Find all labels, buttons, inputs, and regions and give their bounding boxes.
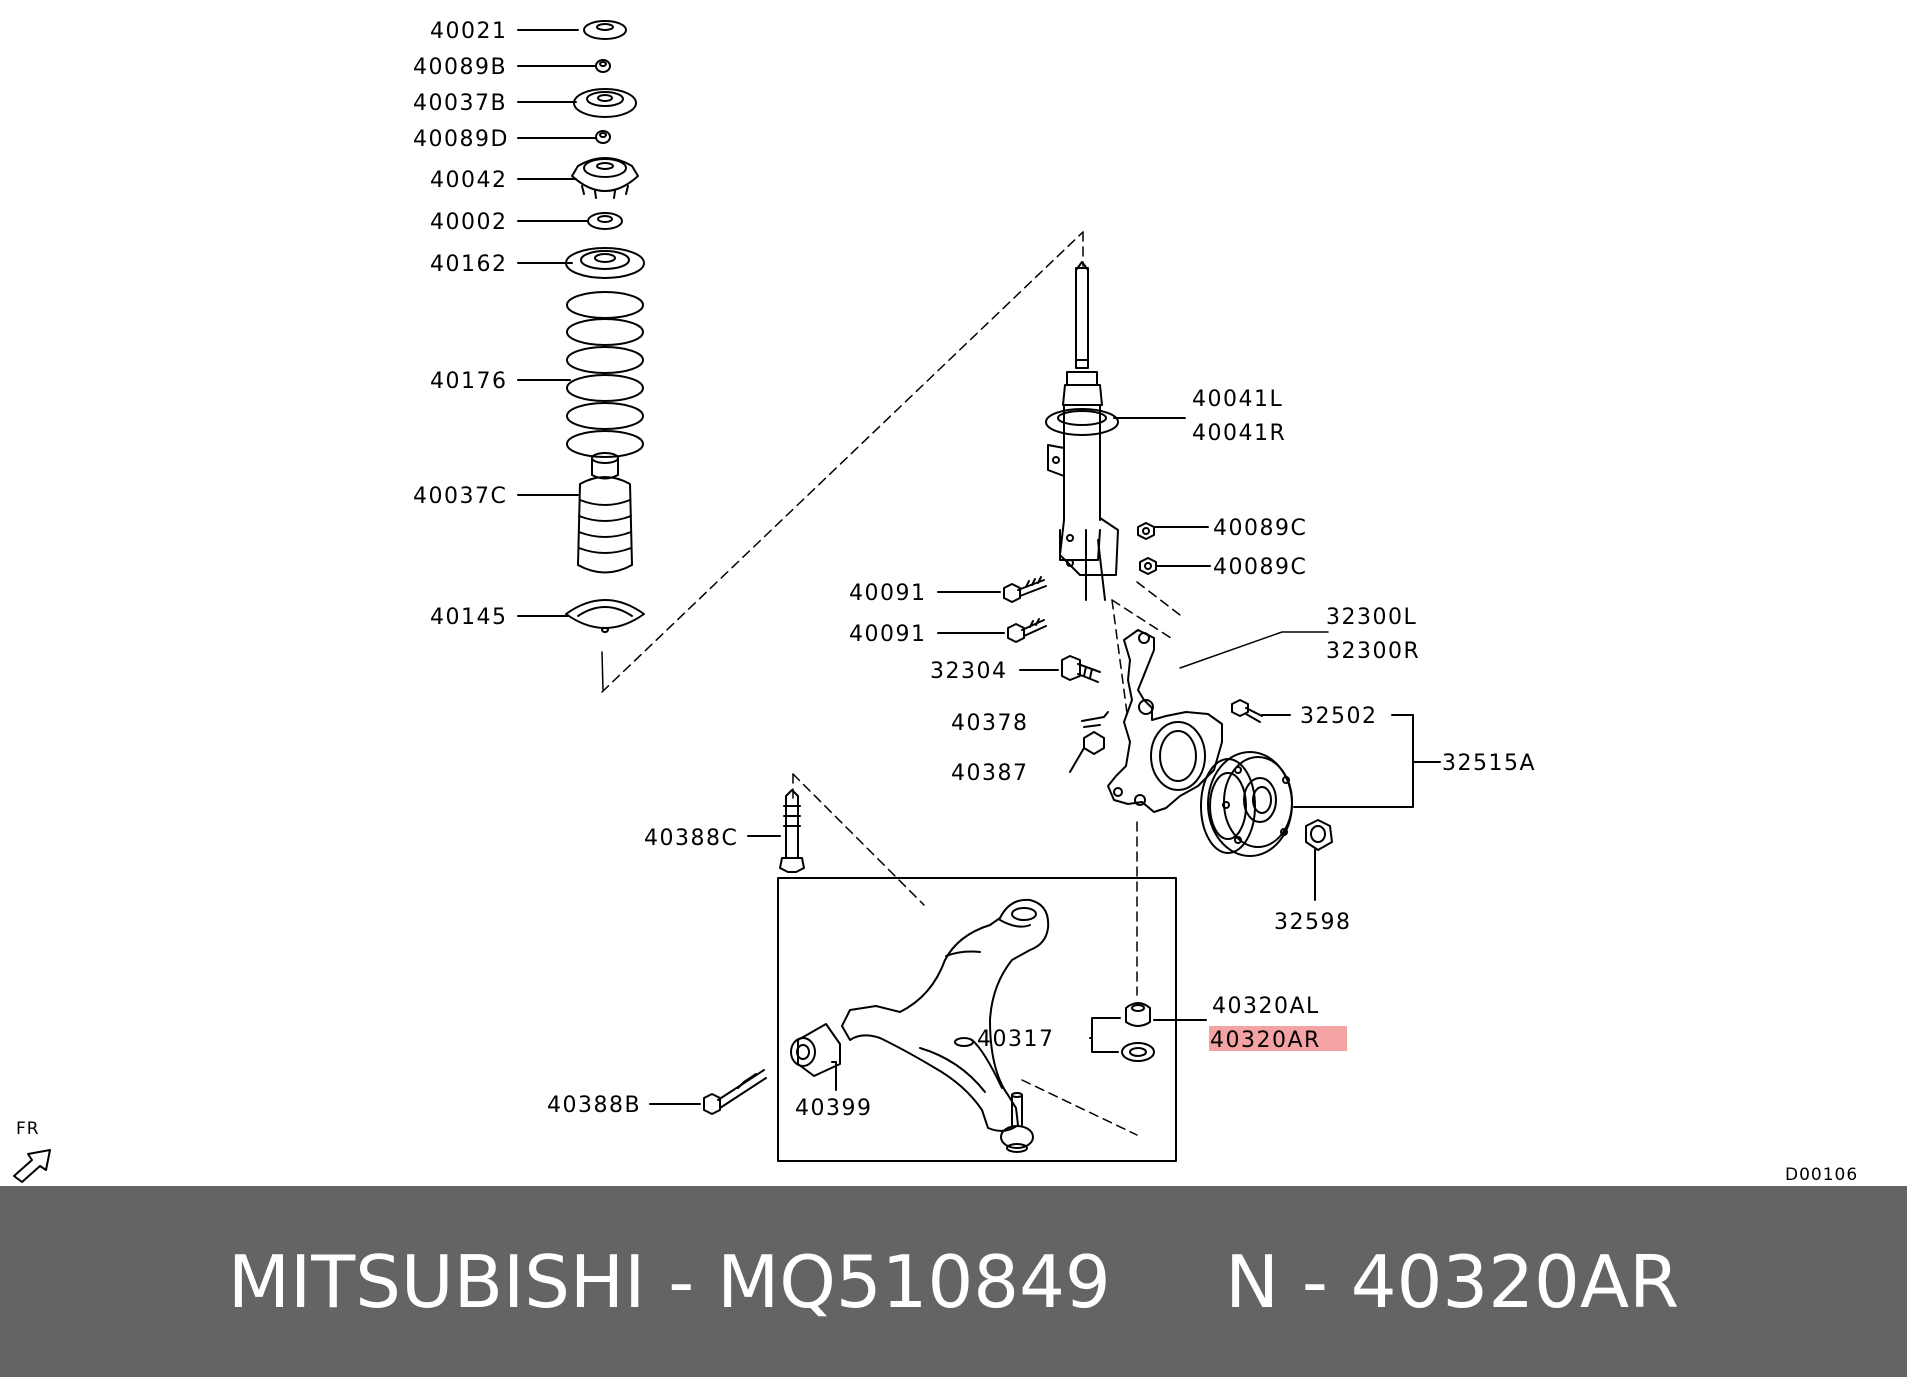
hub-bearing-assembly bbox=[1200, 751, 1293, 857]
callout-40037c: 40037C bbox=[413, 484, 507, 509]
bushing-40317 bbox=[1089, 1002, 1207, 1062]
callout-40041l: 40041L bbox=[1192, 387, 1283, 412]
footer-part-number: MQ510849 bbox=[717, 1239, 1111, 1324]
strut-mount-washer bbox=[573, 88, 637, 118]
callout-40320ar: 40320AR bbox=[1210, 1028, 1321, 1053]
callout-40089c-upper: 40089C bbox=[1213, 516, 1307, 541]
callout-40002: 40002 bbox=[430, 210, 508, 235]
callout-40388c: 40388C bbox=[644, 826, 738, 851]
assembly-guide-lines bbox=[601, 231, 1181, 1136]
bolt-40091-upper bbox=[937, 576, 1047, 603]
footer-banner: MITSUBISHI - MQ510849 N - 40320AR bbox=[0, 1186, 1907, 1377]
screw-32502 bbox=[1231, 699, 1291, 723]
bolt-40091-lower bbox=[937, 618, 1047, 643]
callout-32515a: 32515A bbox=[1442, 751, 1536, 776]
footer-separator bbox=[1328, 1240, 1351, 1324]
callout-40399: 40399 bbox=[795, 1096, 873, 1121]
callout-40091-upper: 40091 bbox=[849, 581, 927, 606]
bolt-32304 bbox=[1019, 655, 1101, 683]
footer-dash-2: - bbox=[1301, 1239, 1328, 1324]
callout-40042: 40042 bbox=[430, 168, 508, 193]
footer-gap bbox=[1111, 1240, 1225, 1324]
callout-40162: 40162 bbox=[430, 252, 508, 277]
callout-32300r: 32300R bbox=[1326, 639, 1420, 664]
bolt-40388c bbox=[747, 789, 805, 873]
nut-40089c-lower bbox=[1139, 557, 1211, 575]
nut-40089d bbox=[595, 130, 611, 144]
mount-cap bbox=[583, 20, 627, 40]
callout-40037b: 40037B bbox=[413, 91, 507, 116]
coil-spring bbox=[566, 291, 644, 458]
callout-40021: 40021 bbox=[430, 19, 508, 44]
hub-nut-32598 bbox=[1305, 819, 1333, 901]
callout-40317: 40317 bbox=[977, 1027, 1055, 1052]
callout-40176: 40176 bbox=[430, 369, 508, 394]
bearing-40002 bbox=[587, 212, 623, 230]
suspension-exploded-diagram: 40021 40089B 40037B 40089D 40042 40002 4… bbox=[13, 19, 1858, 1185]
callout-32502: 32502 bbox=[1300, 704, 1378, 729]
footer-brand: MITSUBISHI bbox=[227, 1239, 646, 1324]
ball-joint bbox=[1000, 1092, 1034, 1153]
cotter-pin-40378 bbox=[1081, 711, 1109, 728]
footer-separator bbox=[1279, 1240, 1302, 1324]
steering-knuckle bbox=[1107, 629, 1223, 813]
callout-40089d: 40089D bbox=[413, 127, 509, 152]
spring-upper-seat bbox=[565, 247, 645, 279]
nut-40089b bbox=[595, 59, 611, 73]
highlight-box bbox=[1209, 1026, 1347, 1051]
front-direction-label: FR bbox=[16, 1119, 40, 1139]
front-direction-arrow bbox=[13, 1149, 51, 1183]
footer-ref-code: 40320AR bbox=[1350, 1239, 1680, 1324]
castle-nut-40387 bbox=[1069, 731, 1105, 773]
callout-32300l: 32300L bbox=[1326, 605, 1417, 630]
spring-lower-seat bbox=[565, 599, 645, 633]
footer-separator bbox=[694, 1240, 717, 1324]
callout-40145: 40145 bbox=[430, 605, 508, 630]
nut-40089c-upper bbox=[1137, 522, 1209, 540]
callout-40320al: 40320AL bbox=[1212, 994, 1320, 1019]
bushing-40399 bbox=[790, 1023, 841, 1091]
callout-40091-lower: 40091 bbox=[849, 622, 927, 647]
callout-40041r: 40041R bbox=[1192, 421, 1286, 446]
lower-control-arm bbox=[841, 898, 1050, 1132]
callout-40378: 40378 bbox=[951, 711, 1029, 736]
strut-mount-insulator bbox=[571, 157, 639, 199]
callout-40387: 40387 bbox=[951, 761, 1029, 786]
shock-absorber-strut bbox=[1045, 261, 1119, 601]
bump-stop-boot bbox=[577, 452, 633, 574]
callout-32304: 32304 bbox=[930, 659, 1008, 684]
callout-32598: 32598 bbox=[1274, 910, 1352, 935]
footer-separator bbox=[645, 1240, 668, 1324]
callout-40388b: 40388B bbox=[547, 1093, 641, 1118]
diagram-code: D00106 bbox=[1785, 1165, 1858, 1185]
hub-bracket-32515a bbox=[1293, 714, 1441, 808]
leader-lines-top bbox=[517, 29, 597, 617]
bolt-40388b bbox=[649, 1069, 767, 1115]
footer-dash-1: - bbox=[668, 1239, 695, 1324]
footer-ref-prefix: N bbox=[1225, 1239, 1280, 1324]
callout-40089c-lower: 40089C bbox=[1213, 555, 1307, 580]
callout-40089b: 40089B bbox=[413, 55, 507, 80]
